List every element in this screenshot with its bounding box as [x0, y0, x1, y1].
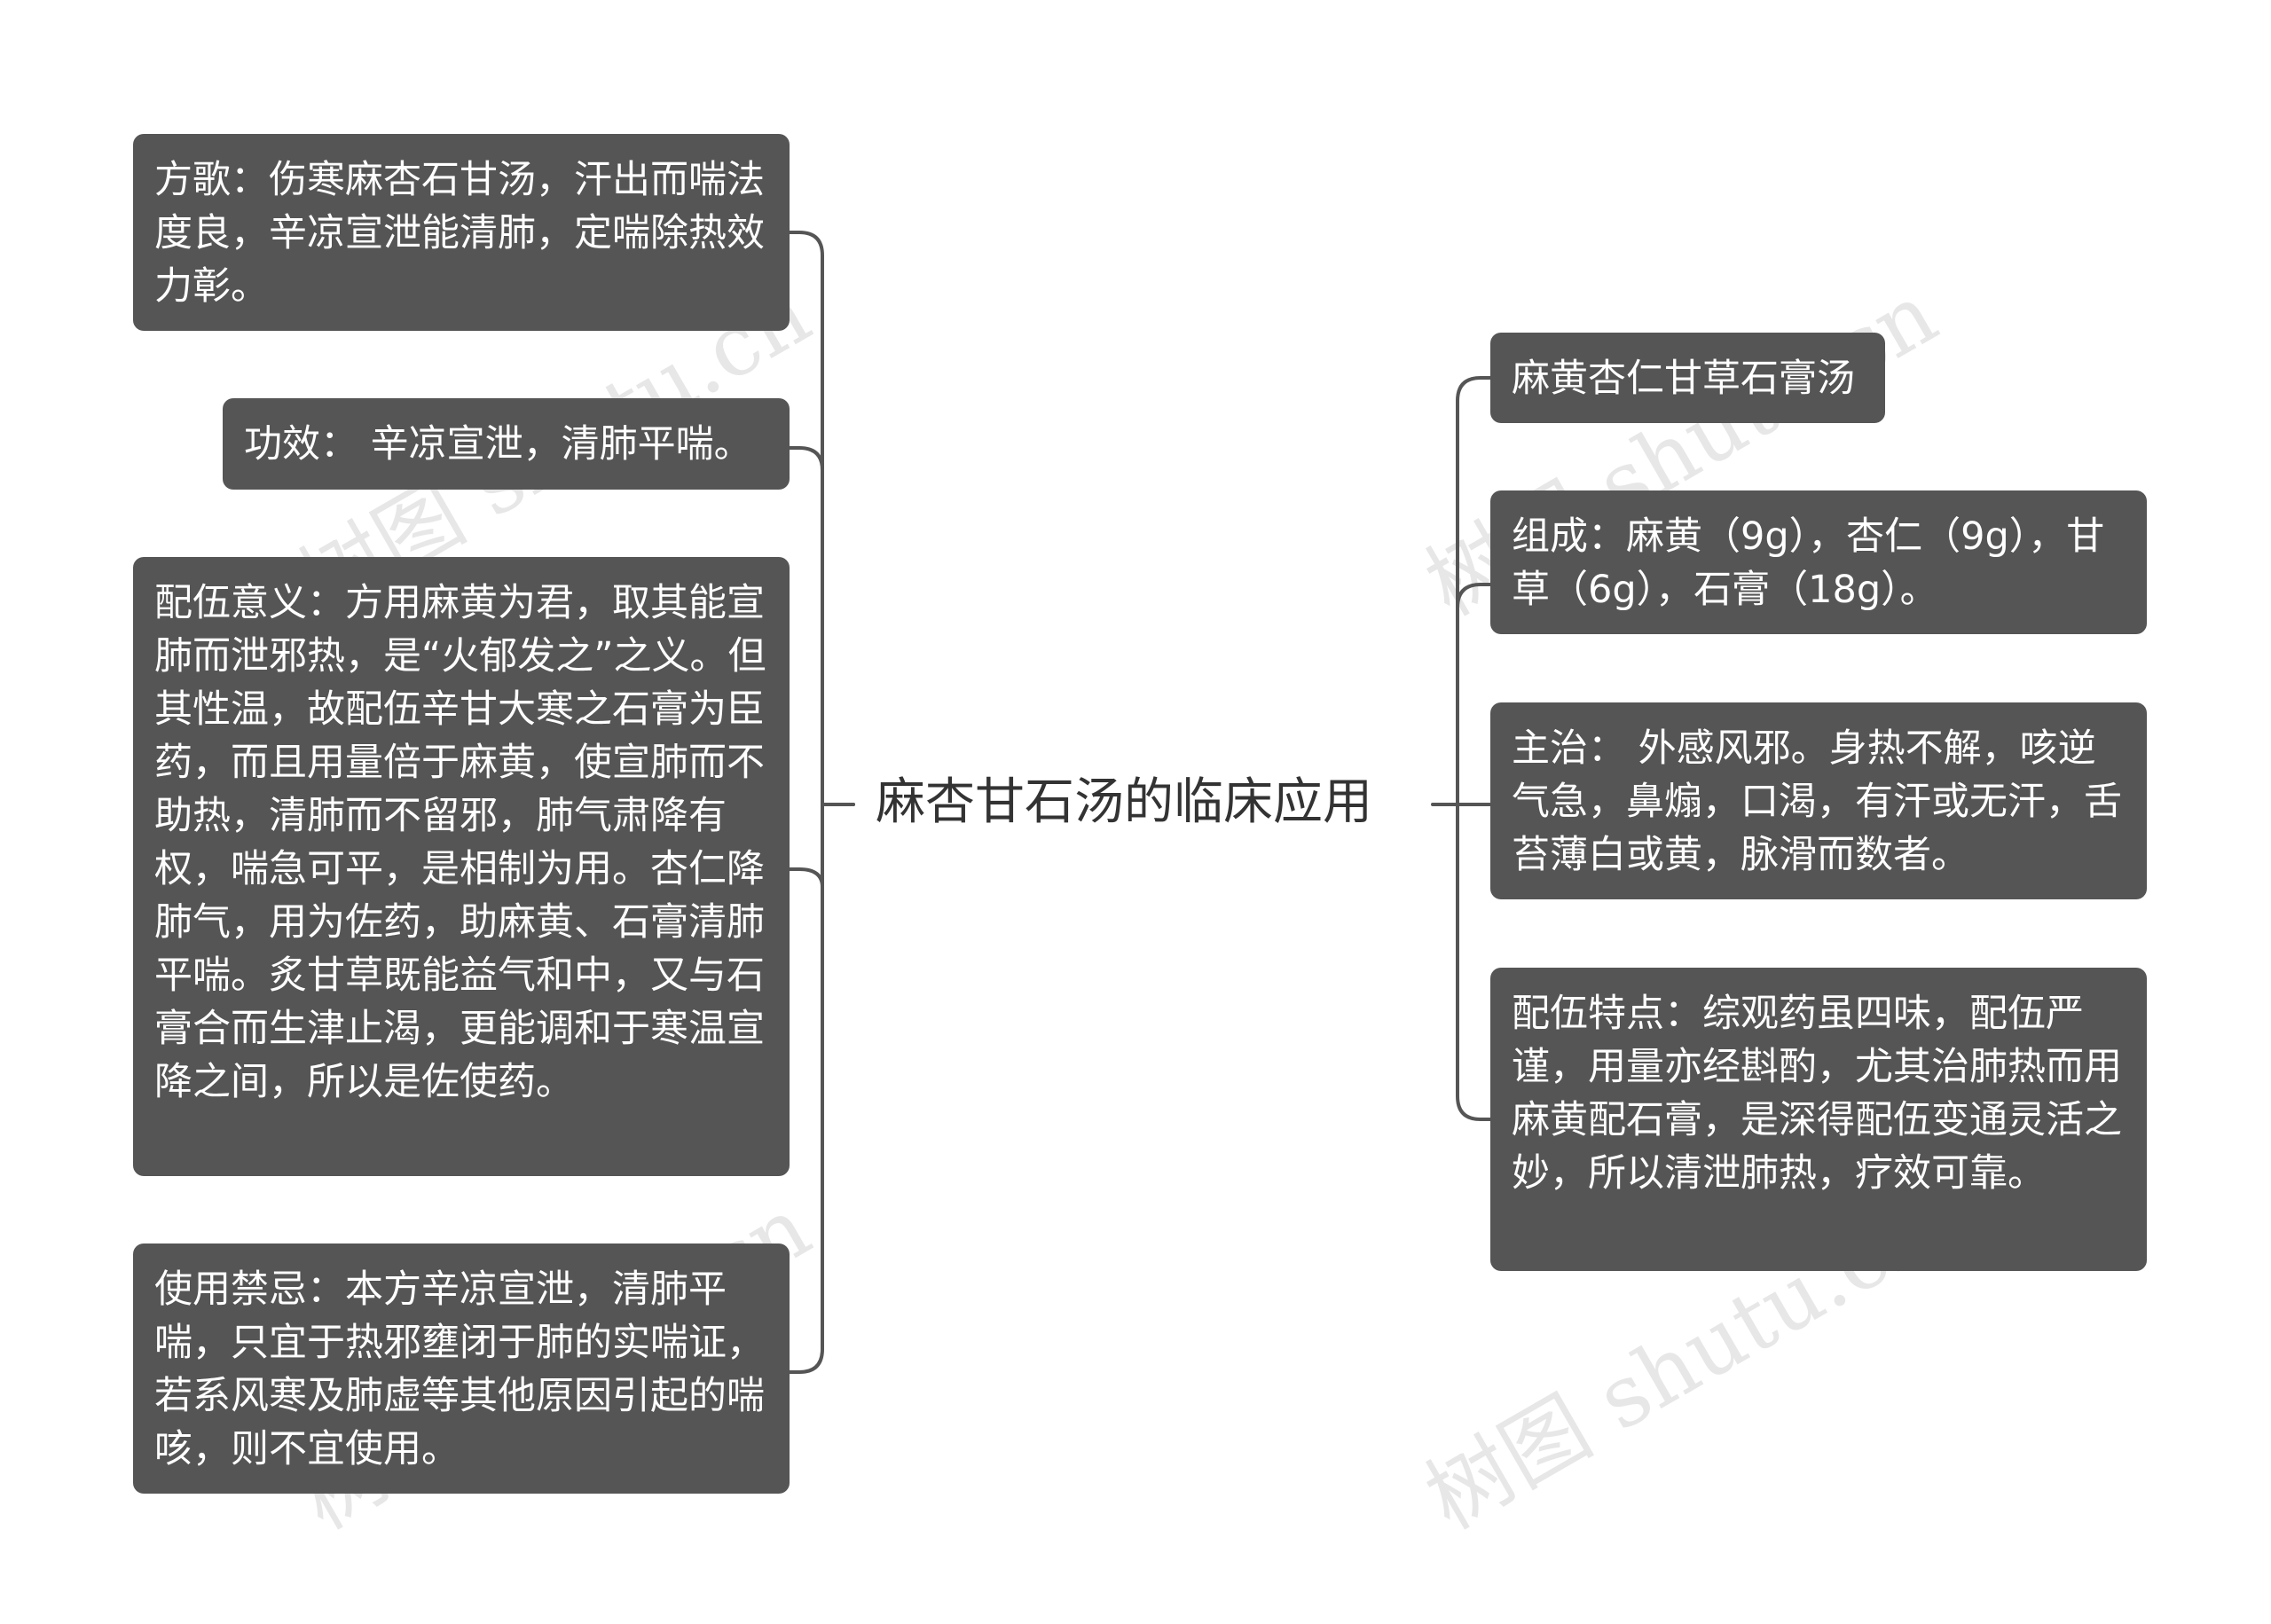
connector-left-branch-2 — [788, 803, 824, 889]
right-node-full-name[interactable]: 麻黄杏仁甘草石膏汤 — [1490, 333, 1885, 423]
left-node-compatibility-meaning[interactable]: 配伍意义：方用麻黄为君，取其能宣肺而泄邪热，是“火郁发之”之义。但其性温，故配伍… — [133, 557, 790, 1176]
left-node-efficacy[interactable]: 功效： 辛凉宣泄，清肺平喘。 — [223, 398, 790, 490]
right-node-indications[interactable]: 主治： 外感风邪。身热不解，咳逆气急，鼻煽，口渴，有汗或无汗，舌苔薄白或黄，脉滑… — [1490, 702, 2147, 899]
left-node-formula-song[interactable]: 方歌：伤寒麻杏石甘汤，汗出而喘法度良，辛凉宣泄能清肺，定喘除热效力彰。 — [133, 134, 790, 331]
central-topic[interactable]: 麻杏甘石汤的临床应用 — [876, 773, 1372, 831]
connector-left-trunk — [788, 231, 855, 806]
connector-right-branch-1 — [1456, 583, 1492, 806]
connector-left-branch-3 — [788, 803, 824, 1374]
connector-left-branch-1 — [788, 446, 824, 806]
connector-right-trunk — [1456, 376, 1492, 806]
left-node-contraindications[interactable]: 使用禁忌：本方辛凉宣泄，清肺平喘，只宜于热邪壅闭于肺的实喘证，若系风寒及肺虚等其… — [133, 1243, 790, 1494]
connector-right-branch-3 — [1456, 803, 1492, 1121]
right-node-compatibility-features[interactable]: 配伍特点：综观药虽四味，配伍严谨，用量亦经斟酌，尤其治肺热而用麻黄配石膏，是深得… — [1490, 968, 2147, 1271]
right-node-composition[interactable]: 组成：麻黄（9g），杏仁（9g），甘草（6g），石膏（18g）。 — [1490, 490, 2147, 634]
